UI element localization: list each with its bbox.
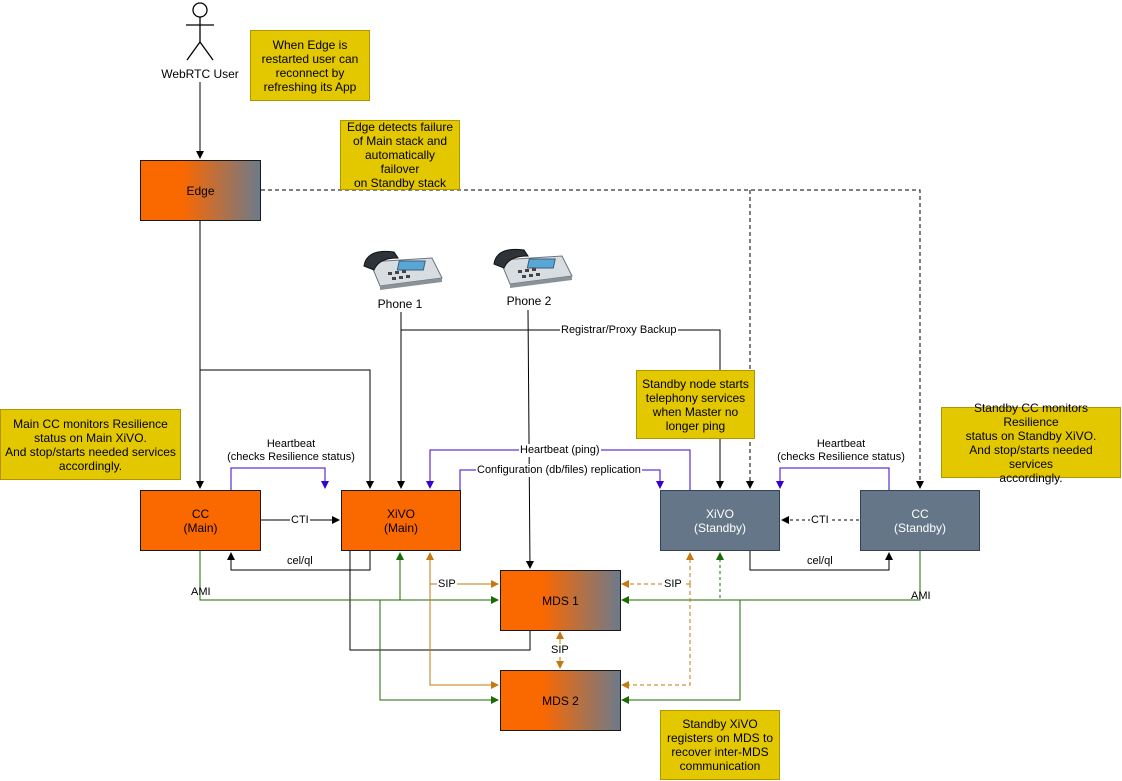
cc-main-role: (Main) [183,520,218,535]
note-line: longer ping [665,418,726,433]
edge-ami-right [621,551,921,604]
label-registrar: Registrar/Proxy Backup [560,324,678,337]
edge-sip-right-mds2 [621,584,691,689]
mds2-label: MDS 2 [542,693,579,708]
edge-edge-to-xivo-main [200,369,374,489]
note-standby-cc: Standby CC monitors Resilience status on… [941,401,1121,485]
label-line: Heartbeat [266,438,316,450]
cc-main-node[interactable]: CC (Main) [140,490,261,551]
label-heartbeat-right: Heartbeat (checks Resilience status) [772,438,910,464]
label-heartbeat-ping: Heartbeat (ping) [519,444,601,457]
cc-standby-role: (Standby) [893,520,947,535]
edge-ami-left-mds2 [379,600,499,704]
edge-sip-left-mds2 [429,584,499,689]
webrtc-user-label: WebRTC User [161,67,239,81]
note-line: automatically failover [364,148,436,176]
note-line: When Edge is [272,37,348,52]
edge-ami-right-mds2 [621,600,741,704]
note-line: Main CC monitors Resilience [13,416,168,431]
label-line: (checks Resilience status) [777,451,905,463]
xivo-standby-name: XiVO [705,506,734,521]
mds1-label: MDS 1 [542,593,579,608]
edge-celql-right [749,551,893,571]
note-line: communication [679,759,761,773]
xivo-standby-role: (Standby) [693,520,747,535]
label-celql-right: cel/ql [807,555,833,567]
xivo-main-node[interactable]: XiVO (Main) [341,490,461,551]
label-line: (checks Resilience status) [227,451,355,463]
label-cti-left: CTI [290,514,310,527]
mds1-node[interactable]: MDS 1 [500,570,621,631]
note-line: Standby CC monitors Resilience [973,400,1089,429]
note-edge-restart: When Edge is restarted user can reconnec… [250,30,370,101]
phone1-icon [363,250,443,290]
label-replication: Configuration (db/files) replication [476,464,642,477]
note-line: Edge detects failure [346,120,454,134]
edge-phone2-to-mds1 [525,309,534,569]
cc-standby-name: CC [911,506,929,521]
label-heartbeat-left: Heartbeat (checks Resilience status) [222,438,360,464]
note-line: Standby XiVO [682,717,758,731]
note-line: And stop/starts needed services [969,442,1093,471]
note-line: telephony services [645,390,746,405]
label-sip-mds: SIP [550,644,570,657]
phone2-label: Phone 2 [506,294,552,308]
note-line: restarted user can [261,51,359,66]
note-main-cc: Main CC monitors Resilience status on Ma… [0,409,181,480]
label-celql-left: cel/ql [287,555,313,567]
edge-node-label: Edge [186,183,215,198]
note-line: status on Main XiVO. [34,430,147,445]
label-cti-right: CTI [810,514,830,527]
note-standby-node: Standby node starts telephony services w… [636,370,755,439]
note-line: accordingly. [999,470,1063,485]
note-edge-failover: Edge detects failure of Main stack and a… [340,120,460,190]
label-ami-left: AMI [191,586,211,598]
note-line: registers on MDS to [666,731,774,745]
note-line: when Master no [652,404,739,419]
note-line: Standby node starts [642,376,749,391]
note-line: of Main stack and [352,134,448,148]
note-line: recover inter-MDS [671,745,769,759]
note-line: status on Standby XiVO. [965,428,1097,443]
note-line: And stop/starts needed services [5,444,176,459]
cc-main-name: CC [191,506,210,521]
edge-node[interactable]: Edge [140,160,261,221]
edge-celql-left [227,551,371,571]
edge-heartbeat-left [230,467,329,490]
note-line: refreshing its App [263,79,357,94]
user-stick-figure-icon [186,2,214,61]
mds2-node[interactable]: MDS 2 [500,670,621,731]
edge-ami-left [199,551,499,604]
edge-edge-failover-standby [261,189,924,489]
note-line: on Standby stack [353,176,447,190]
xivo-main-name: XiVO [386,506,415,521]
cc-standby-node[interactable]: CC (Standby) [860,490,980,551]
xivo-standby-node[interactable]: XiVO (Standby) [660,490,780,551]
label-sip-left: SIP [437,578,457,591]
label-ami-right: AMI [911,590,931,602]
phone2-icon [493,248,573,288]
note-line: reconnect by [275,65,345,80]
edge-heartbeat-right [776,467,890,490]
label-line: Heartbeat [816,438,866,450]
note-standby-xivo: Standby XiVO registers on MDS to recover… [660,710,780,780]
label-sip-right: SIP [663,578,683,591]
phone1-label: Phone 1 [377,297,423,311]
xivo-main-role: (Main) [383,520,418,535]
note-line: accordingly. [58,458,123,473]
